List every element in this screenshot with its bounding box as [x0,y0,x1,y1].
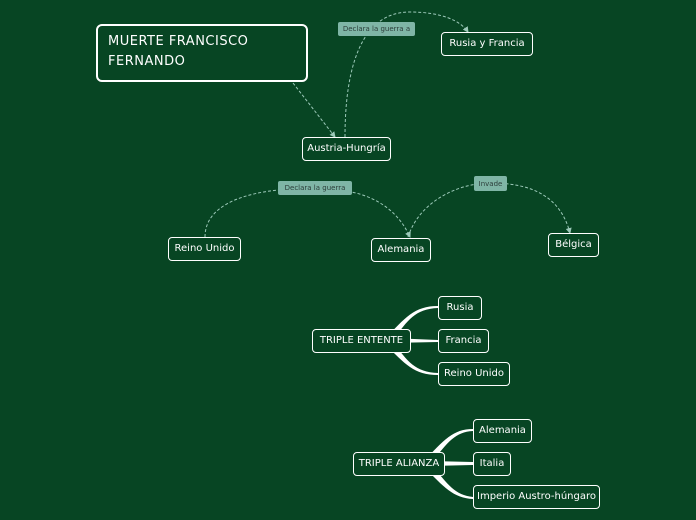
node-entente-francia[interactable]: Francia [438,329,489,353]
node-rusia-y-francia[interactable]: Rusia y Francia [441,32,533,56]
root-topic-muerte-francisco-fernando[interactable]: MUERTE FRANCISCO FERNANDO [96,24,308,82]
relation-label-invade: Invade [474,176,507,191]
relation-label-declara-la-guerra: Declara la guerra [278,181,352,195]
connector-reino-unido-to-alemania [204,187,411,238]
node-alianza-imperio-austro-hungaro[interactable]: Imperio Austro-húngaro [473,485,600,509]
node-triple-entente[interactable]: TRIPLE ENTENTE [312,329,411,353]
node-entente-reino-unido[interactable]: Reino Unido [438,362,510,386]
relation-label-declara-la-guerra-a: Declara la guerra a [338,22,415,36]
node-austria-hungria[interactable]: Austria-Hungría [302,137,391,161]
node-belgica[interactable]: Bélgica [548,233,599,257]
node-alemania[interactable]: Alemania [371,238,431,262]
connector-alemania-to-belgica [407,182,572,238]
connector-austria-to-rusia-francia [344,11,469,138]
node-alianza-italia[interactable]: Italia [473,452,511,476]
node-alianza-alemania[interactable]: Alemania [473,419,532,443]
connector-root-to-austria [292,82,336,138]
node-entente-rusia[interactable]: Rusia [438,296,482,320]
node-triple-alianza[interactable]: TRIPLE ALIANZA [353,452,445,476]
node-reino-unido[interactable]: Reino Unido [168,237,241,261]
